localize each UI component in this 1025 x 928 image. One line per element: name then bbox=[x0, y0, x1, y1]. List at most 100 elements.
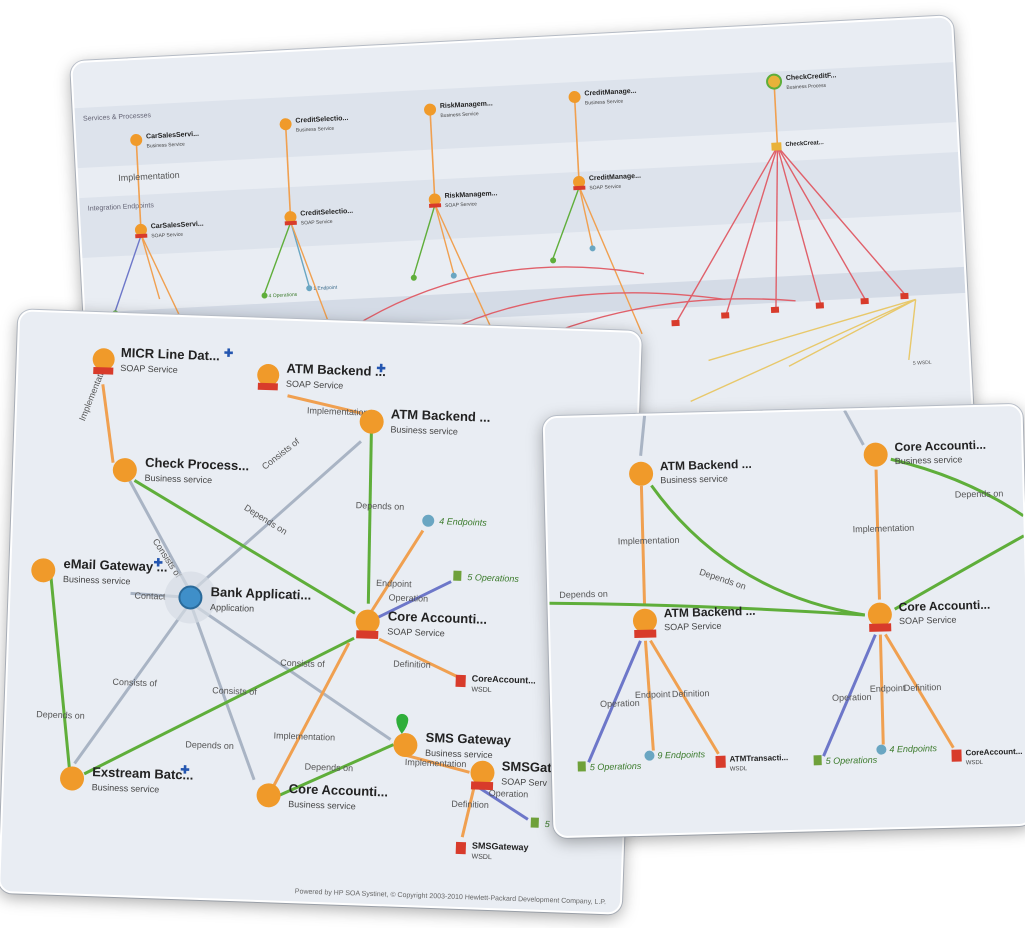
node-sub: SOAP Service bbox=[445, 201, 477, 209]
node-check-process[interactable]: Check Process... Business service bbox=[112, 454, 249, 487]
mid-node-1[interactable]: CreditSelectio... SOAP Service bbox=[284, 208, 354, 228]
node-email-gateway[interactable]: eMail Gateway ... Business service ✚ bbox=[31, 553, 168, 588]
edge-smssoap-ops bbox=[478, 786, 529, 821]
node-title: 4 Endpoints bbox=[439, 516, 487, 528]
edge-label-depends-2: Depends on bbox=[242, 502, 288, 536]
bottom-fan-edges bbox=[690, 298, 917, 403]
leaf-core-operations[interactable]: 5 Operations bbox=[813, 754, 878, 767]
soap-badge-icon bbox=[470, 781, 494, 791]
edge-label-depends-3: Depends on bbox=[955, 488, 1004, 499]
expand-plus-icon[interactable]: ✚ bbox=[180, 764, 190, 776]
leaf-label-operations: 4 Operations bbox=[268, 292, 297, 300]
edge-core-endpoints bbox=[368, 529, 425, 615]
gear-icon bbox=[393, 733, 418, 758]
soap-badge-icon bbox=[356, 630, 379, 640]
edge-sms-smssoap bbox=[404, 753, 470, 774]
node-title: ATM Backend ... bbox=[286, 361, 386, 379]
node-sub: Business service bbox=[425, 748, 493, 760]
edge-label-consists-5: Consists of bbox=[280, 658, 325, 670]
edge-label-endpoint: Endpoint bbox=[635, 689, 671, 700]
node-atm-business[interactable]: ATM Backend ... Business service bbox=[629, 457, 752, 486]
band-top bbox=[74, 62, 957, 169]
top-node-4[interactable]: CheckCreditF... Business Process bbox=[766, 71, 837, 92]
gear-icon bbox=[632, 608, 657, 633]
top-node-3[interactable]: CreditManage... Business Service bbox=[568, 88, 637, 108]
node-title: Core Accounti... bbox=[898, 598, 990, 614]
implementation-graph: Implementation Implementation Depends on… bbox=[549, 409, 1025, 773]
edge-core-wsdl bbox=[884, 633, 955, 749]
edge-atm-eps bbox=[643, 640, 655, 751]
node-sub: Business service bbox=[92, 782, 160, 794]
gear-icon bbox=[359, 409, 384, 434]
node-sub: Business Service bbox=[585, 99, 624, 107]
node-sub: Business Service bbox=[440, 111, 479, 119]
node-sub: WSDL bbox=[471, 853, 492, 861]
node-exstream[interactable]: Exstream Batc... Business service ✚ bbox=[60, 760, 194, 796]
edge-atmbs-core bbox=[366, 428, 373, 604]
node-sub: SOAP Serv bbox=[501, 776, 548, 788]
node-sub: Business service bbox=[390, 424, 458, 436]
node-sub: Business service bbox=[63, 574, 131, 586]
expand-plus-icon[interactable]: ✚ bbox=[153, 557, 163, 569]
node-sms-wsdl[interactable]: SMSGateway WSDL bbox=[455, 840, 529, 863]
band-mid bbox=[79, 152, 962, 259]
soap-badge-icon bbox=[257, 382, 278, 391]
node-title: ATM Backend ... bbox=[391, 406, 491, 424]
leaf-atm-wsdl[interactable]: ATMTransacti... WSDL bbox=[715, 753, 788, 773]
node-sub: Business service bbox=[144, 473, 212, 485]
top-node-1[interactable]: CreditSelectio... Business Service bbox=[279, 115, 349, 135]
node-micr[interactable]: MICR Line Dat... SOAP Service ✚ bbox=[92, 343, 233, 379]
node-sms-gateway[interactable]: SMS Gateway Business service bbox=[393, 713, 512, 761]
wsdl-icon bbox=[455, 841, 467, 855]
panel-service-hierarchy: Services & Processes Integration Endpoin… bbox=[70, 15, 974, 465]
node-sms-soap[interactable]: SMSGat SOAP Serv bbox=[470, 757, 553, 792]
mid-node-3[interactable]: CreditManage... SOAP Service bbox=[573, 173, 642, 193]
section-mid-label: Integration Endpoints bbox=[88, 202, 155, 212]
node-core-wsdl[interactable]: CoreAccount... WSDL bbox=[455, 673, 536, 696]
process-icon bbox=[771, 142, 782, 151]
node-atm-soap[interactable]: ATM Backend ... SOAP Service bbox=[632, 604, 757, 639]
node-sub: SOAP Service bbox=[151, 232, 183, 240]
node-operations[interactable]: 5 Operations bbox=[453, 570, 519, 584]
edge-right-depends bbox=[893, 534, 1025, 611]
gear-icon bbox=[256, 783, 281, 808]
node-endpoints[interactable]: 4 Endpoints bbox=[422, 514, 487, 529]
operation-icon bbox=[813, 755, 822, 766]
node-title: Exstream Batc... bbox=[92, 764, 194, 783]
gear-icon bbox=[568, 91, 581, 104]
leaf-atm-endpoints[interactable]: 9 Endpoints bbox=[644, 749, 706, 761]
leaf-core-wsdl[interactable]: CoreAccount... WSDL bbox=[951, 747, 1023, 767]
leaf-title: ATMTransacti... bbox=[729, 753, 788, 764]
top-node-2[interactable]: RiskManagem... Business Service bbox=[424, 100, 494, 120]
edge-label-consists-4: Consists of bbox=[212, 685, 257, 697]
node-sub: SOAP Service bbox=[589, 184, 621, 192]
node-core-business[interactable]: Core Accounti... Business service bbox=[256, 780, 388, 813]
mid-node-2[interactable]: RiskManagem... SOAP Service bbox=[428, 190, 498, 210]
node-title: SMS Gateway bbox=[425, 730, 511, 748]
expand-plus-icon[interactable]: ✚ bbox=[376, 363, 386, 375]
node-atm-soap[interactable]: ATM Backend ... SOAP Service ✚ bbox=[257, 359, 386, 394]
leaf-core-endpoints[interactable]: 4 Endpoints bbox=[876, 743, 938, 755]
node-atm-business[interactable]: ATM Backend ... Business service bbox=[359, 405, 491, 438]
edge-label-consists-3: Consists of bbox=[112, 677, 157, 689]
mid-node-4[interactable]: CheckCreat... bbox=[771, 140, 824, 151]
graph-edges bbox=[549, 409, 1025, 763]
node-bank-application[interactable]: Bank Applicati... Application bbox=[164, 571, 312, 628]
leaf-markers bbox=[112, 245, 909, 327]
expand-plus-icon[interactable]: ✚ bbox=[224, 347, 234, 359]
edge-bank-atmbs bbox=[189, 440, 362, 594]
mid-node-0[interactable]: CarSalesServi... SOAP Service bbox=[134, 221, 205, 241]
gear-icon bbox=[257, 364, 280, 387]
node-core-soap[interactable]: Core Accounti... SOAP Service bbox=[867, 598, 991, 632]
edge-exstream-email bbox=[49, 577, 71, 769]
gear-icon bbox=[130, 134, 143, 147]
node-sub: SOAP Service bbox=[899, 615, 957, 626]
node-core-business[interactable]: Core Accounti... Business service bbox=[863, 438, 986, 467]
gear-icon bbox=[112, 458, 137, 483]
leaf-atm-operations[interactable]: 5 Operations bbox=[577, 760, 642, 773]
edge-exstream-core bbox=[83, 636, 355, 776]
edge-atm-depends bbox=[650, 484, 866, 617]
node-core-soap[interactable]: Core Accounti... SOAP Service bbox=[355, 607, 487, 643]
edge-label-definition-2: Definition bbox=[904, 682, 942, 693]
top-node-0[interactable]: CarSalesServi... Business Service bbox=[130, 131, 200, 151]
